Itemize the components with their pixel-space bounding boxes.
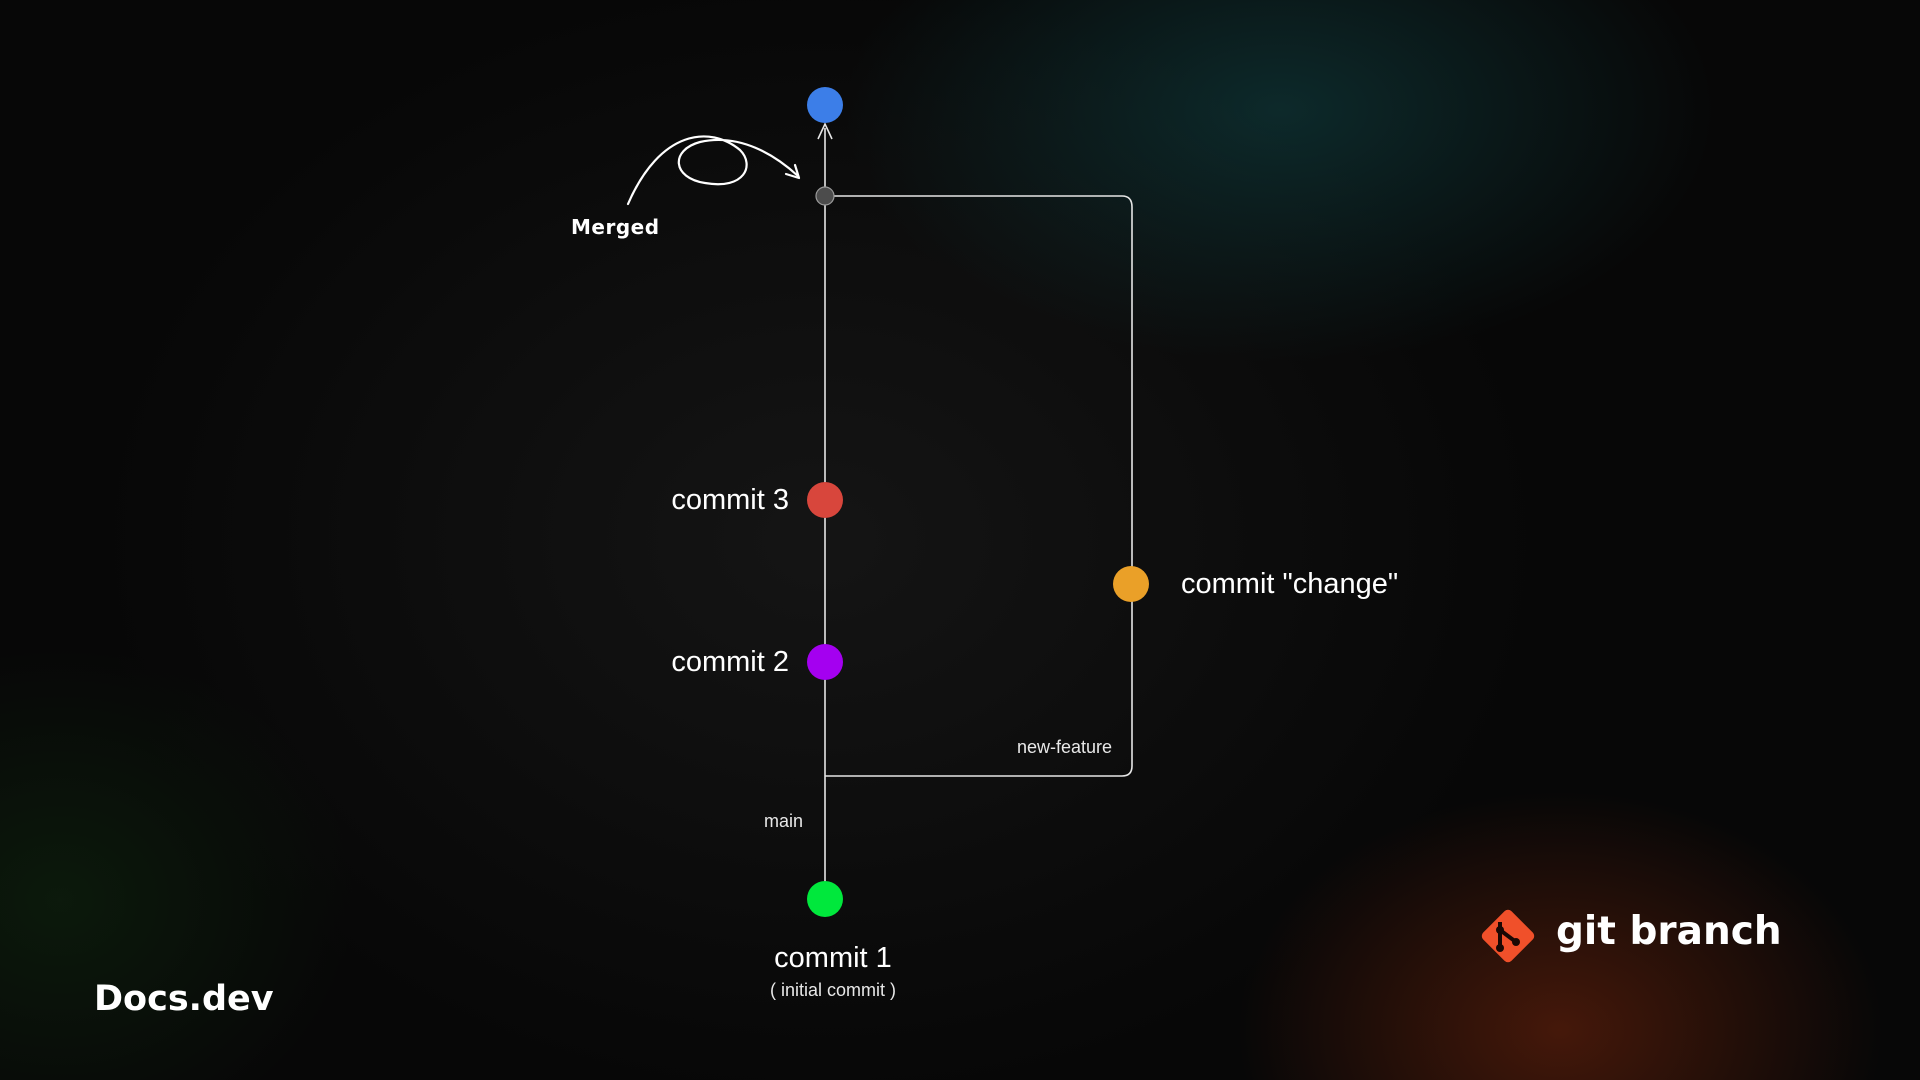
branch-feature-label: new-feature (1017, 737, 1113, 757)
commit-node-merge[interactable] (815, 186, 835, 206)
arrowhead-icon (817, 122, 833, 140)
commit-2-label: commit 2 (671, 646, 789, 678)
merged-arrowhead-icon (784, 163, 801, 180)
git-logo-icon (1481, 909, 1535, 963)
commit-1-sublabel: ( initial commit ) (769, 980, 896, 1000)
commit-node-2[interactable] (807, 644, 843, 680)
brand-logo: Docs.dev (94, 979, 274, 1019)
commit-change-label: commit "change" (1181, 568, 1399, 600)
commit-node-3[interactable] (807, 482, 843, 518)
merged-label: Merged (571, 215, 660, 239)
commit-1-label: commit 1 (774, 942, 892, 974)
merged-arrow (626, 135, 800, 206)
commit-node-change[interactable] (1113, 566, 1149, 602)
feature-branch-line (825, 195, 1133, 777)
commit-node-head[interactable] (807, 87, 843, 123)
commit-3-label: commit 3 (671, 484, 789, 516)
branch-main-label: main (764, 811, 804, 831)
page-title: git branch (1556, 909, 1782, 954)
commit-node-1[interactable] (807, 881, 843, 917)
